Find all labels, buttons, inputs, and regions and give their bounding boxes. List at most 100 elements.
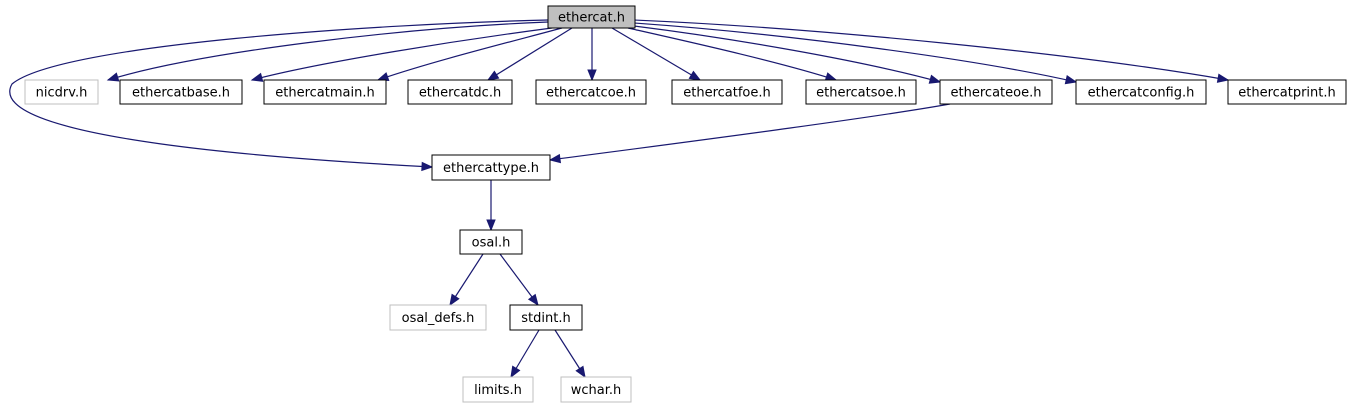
node-box xyxy=(119,79,243,105)
edge-line xyxy=(499,253,539,306)
arrowhead-icon xyxy=(1064,75,1078,85)
arrowhead-icon xyxy=(510,365,521,379)
arrowhead-icon xyxy=(1216,73,1230,83)
node-ethercatsoe[interactable]: ethercatsoe.h xyxy=(805,79,917,105)
arrowhead-icon xyxy=(575,365,586,379)
node-nicdrv: nicdrv.h xyxy=(24,79,99,105)
node-ethercatcoe[interactable]: ethercatcoe.h xyxy=(535,79,647,105)
edge-ethercat-to-ethercatdc xyxy=(486,27,573,81)
node-label: ethercatprint.h xyxy=(1238,86,1336,101)
node-osal[interactable]: osal.h xyxy=(459,229,523,255)
node-label: ethercatdc.h xyxy=(419,86,501,101)
arrowhead-icon xyxy=(688,70,702,81)
node-ethercattype[interactable]: ethercattype.h xyxy=(431,154,551,181)
node-limits: limits.h xyxy=(462,376,534,403)
arrowhead-icon xyxy=(376,72,390,82)
node-ethercateoe[interactable]: ethercateoe.h xyxy=(939,79,1053,105)
node-box xyxy=(805,79,917,105)
node-box xyxy=(407,79,513,105)
edge-ethercat-to-nicdrv xyxy=(106,21,549,82)
arrowhead-icon xyxy=(486,219,496,232)
edge-line xyxy=(633,25,941,83)
edge-line xyxy=(633,19,1229,81)
node-osal-defs: osal_defs.h xyxy=(389,304,487,331)
node-box xyxy=(1227,79,1347,105)
node-box xyxy=(462,376,534,403)
node-stdint[interactable]: stdint.h xyxy=(509,304,583,331)
arrowhead-icon xyxy=(928,74,942,84)
edge-ethercat-to-ethercatbase xyxy=(250,27,553,82)
edges-layer xyxy=(9,19,1230,379)
edge-osal-to-stdint xyxy=(499,253,539,307)
edge-stdint-to-wchar xyxy=(554,329,586,379)
node-box xyxy=(1075,79,1207,105)
node-label: ethercatcoe.h xyxy=(546,86,636,101)
edge-line xyxy=(251,27,553,81)
node-label: ethercatfoe.h xyxy=(683,86,771,101)
node-box xyxy=(939,79,1053,105)
node-ethercatdc[interactable]: ethercatdc.h xyxy=(407,79,513,105)
edge-line xyxy=(627,27,837,81)
arrowhead-icon xyxy=(587,69,597,82)
edge-line xyxy=(633,22,1077,83)
node-label: ethercatmain.h xyxy=(275,86,374,101)
node-wchar: wchar.h xyxy=(560,376,632,403)
edge-line xyxy=(9,19,549,168)
node-box xyxy=(671,79,783,105)
node-label: osal_defs.h xyxy=(402,311,475,326)
nodes-layer: ethercat.h nicdrv.h ethercatbase.h ethercat… xyxy=(24,5,1347,403)
edge-ethercat-to-ethercatfoe xyxy=(611,27,702,81)
node-box xyxy=(431,154,551,181)
node-box xyxy=(24,79,99,105)
node-ethercatbase[interactable]: ethercatbase.h xyxy=(119,79,243,105)
arrowhead-icon xyxy=(250,72,264,82)
node-label: nicdrv.h xyxy=(36,86,88,101)
edge-ethercat-to-ethercatcoe xyxy=(587,28,597,82)
node-label: limits.h xyxy=(474,383,522,398)
node-box xyxy=(509,304,583,331)
node-box xyxy=(389,304,487,331)
edge-line xyxy=(549,103,951,161)
edge-stdint-to-limits xyxy=(510,329,540,379)
arrowhead-icon xyxy=(106,72,120,82)
arrowhead-icon xyxy=(486,70,500,81)
node-label: ethercat.h xyxy=(558,11,625,26)
node-ethercatmain[interactable]: ethercatmain.h xyxy=(263,79,387,105)
arrowhead-icon xyxy=(548,153,562,164)
node-box xyxy=(547,5,636,29)
edge-line xyxy=(107,21,549,81)
node-label: ethercatconfig.h xyxy=(1088,86,1195,101)
arrowhead-icon xyxy=(449,293,460,307)
arrowhead-icon xyxy=(527,293,539,307)
node-ethercatconfig[interactable]: ethercatconfig.h xyxy=(1075,79,1207,105)
node-box xyxy=(459,229,523,255)
edge-ethercat-to-ethercatmain xyxy=(376,27,563,82)
node-box xyxy=(263,79,387,105)
node-ethercat[interactable]: ethercat.h xyxy=(547,5,636,29)
node-label: stdint.h xyxy=(521,311,570,326)
edge-ethercat-to-ethercattype xyxy=(9,19,549,172)
edge-ethercat-to-ethercatprint xyxy=(633,19,1230,83)
edge-line xyxy=(611,27,701,81)
edge-osal-to-osal_defs xyxy=(449,253,484,307)
edge-ethercateoe-to-ethercattype xyxy=(548,103,951,164)
node-label: ethercatsoe.h xyxy=(816,86,906,101)
edge-ethercat-to-ethercatconfig xyxy=(633,22,1078,85)
edge-ethercat-to-ethercatsoe xyxy=(627,27,838,82)
edge-ethercattype-to-osal xyxy=(486,180,496,232)
node-label: ethercattype.h xyxy=(443,161,539,176)
node-ethercatfoe[interactable]: ethercatfoe.h xyxy=(671,79,783,105)
node-box xyxy=(560,376,632,403)
node-label: ethercatbase.h xyxy=(132,86,230,101)
edge-line xyxy=(377,27,563,81)
arrowhead-icon xyxy=(421,161,434,172)
node-label: ethercateoe.h xyxy=(951,86,1042,101)
edge-line xyxy=(487,27,573,81)
node-label: osal.h xyxy=(472,236,511,251)
edge-ethercat-to-ethercateoe xyxy=(633,25,942,84)
node-box xyxy=(535,79,647,105)
node-label: wchar.h xyxy=(571,383,622,398)
node-ethercatprint[interactable]: ethercatprint.h xyxy=(1227,79,1347,105)
